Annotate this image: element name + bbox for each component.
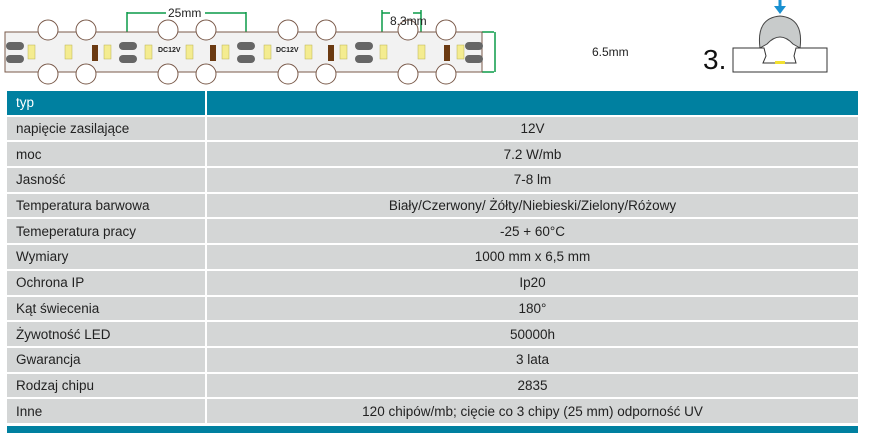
- step-number: 3.: [703, 44, 727, 75]
- spec-label: Wymiary: [7, 245, 207, 269]
- spec-label: Temeperatura pracy: [7, 219, 207, 244]
- voltage-mark: DC12V: [158, 47, 181, 54]
- spec-label: Kąt świecenia: [7, 296, 207, 321]
- spec-label: napięcie zasilające: [7, 116, 207, 141]
- header-value: [207, 91, 858, 115]
- spec-value: Biały/Czerwony/ Żółty/Niebieski/Zielony/…: [207, 193, 858, 218]
- spec-label: Jasność: [7, 168, 207, 192]
- header-label: typ: [7, 91, 207, 115]
- spacing-dimension: 25mm: [168, 6, 202, 20]
- spec-value: 1000 mm x 6,5 mm: [207, 245, 858, 269]
- table-header: typ: [7, 91, 858, 115]
- spec-label: Żywotność LED: [7, 322, 207, 346]
- spec-value: 12V: [207, 116, 858, 141]
- width-dimension: 6.5mm: [592, 45, 629, 59]
- spec-value: 180°: [207, 296, 858, 321]
- spec-label: Rodzaj chipu: [7, 373, 207, 398]
- spec-label: Gwarancja: [7, 347, 207, 372]
- spec-value: 2835: [207, 373, 858, 398]
- mounting-profile-diagram: [732, 0, 828, 73]
- voltage-mark: DC12V: [276, 47, 299, 54]
- led-strip-diagram: [4, 10, 496, 85]
- spec-value: Ip20: [207, 270, 858, 295]
- spec-value: 50000h: [207, 322, 858, 346]
- chip-gap-dimension: 8.3mm: [390, 14, 427, 28]
- spec-value: -25 + 60°C: [207, 219, 858, 244]
- spec-label: moc: [7, 142, 207, 167]
- spec-value: 120 chipów/mb; cięcie co 3 chipy (25 mm)…: [207, 399, 858, 423]
- spec-label: Temperatura barwowa: [7, 193, 207, 218]
- bottom-bar: [7, 426, 858, 433]
- spec-label: Ochrona IP: [7, 270, 207, 295]
- spec-value: 7.2 W/mb: [207, 142, 858, 167]
- spec-label: Inne: [7, 399, 207, 423]
- spec-value: 7-8 lm: [207, 168, 858, 192]
- table-row: Temeperatura pracy-25 + 60°C: [7, 219, 858, 244]
- spec-value: 3 lata: [207, 347, 858, 372]
